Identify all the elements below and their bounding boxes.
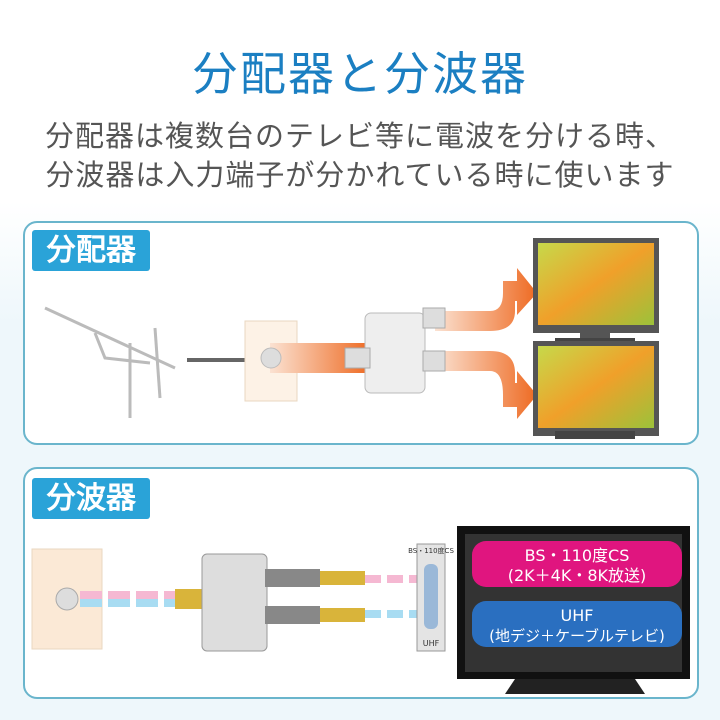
tv-icon-top — [533, 238, 659, 346]
signal-lines — [80, 575, 420, 618]
f-connector — [175, 589, 205, 609]
splitter-device-icon — [364, 312, 426, 394]
uhf-box — [472, 601, 682, 647]
port-label-bs: BS・110度CS — [408, 546, 454, 555]
tv-icon-bottom — [533, 341, 659, 439]
bs-box — [472, 541, 682, 587]
splitter-label: 分配器 — [32, 230, 150, 271]
diplexer-label: 分波器 — [32, 478, 150, 519]
signal-arrow-bottom — [435, 351, 537, 419]
page-title: 分配器と分波器 — [192, 47, 528, 101]
subtitle-line-1: 分配器は複数台のテレビ等に電波を分ける時、 — [44, 119, 675, 153]
subtitle-line-2: 分波器は入力端子が分かれている時に使います — [45, 158, 675, 192]
diplexer-diagram: BS・110度CS UHF BS・110度CS (2K＋4K・8K放送) UHF… — [31, 526, 690, 694]
splitter-panel: 分配器 — [23, 221, 699, 445]
uhf-line-2: (地デジ＋ケーブルテレビ) — [489, 627, 665, 645]
bs-line-1: BS・110度CS — [525, 546, 630, 565]
signal-arrow-top — [435, 268, 537, 331]
diplexer-device-icon — [201, 553, 268, 652]
uhf-line-1: UHF — [561, 606, 594, 625]
antenna-icon — [44, 306, 176, 418]
bs-line-2: (2K＋4K・8K放送) — [508, 566, 647, 585]
port-label-uhf: UHF — [423, 639, 440, 648]
diplexer-panel: BS・110度CS UHF BS・110度CS (2K＋4K・8K放送) UHF… — [23, 467, 699, 699]
tv-input-ports — [416, 543, 446, 652]
splitter-diagram — [44, 238, 659, 439]
